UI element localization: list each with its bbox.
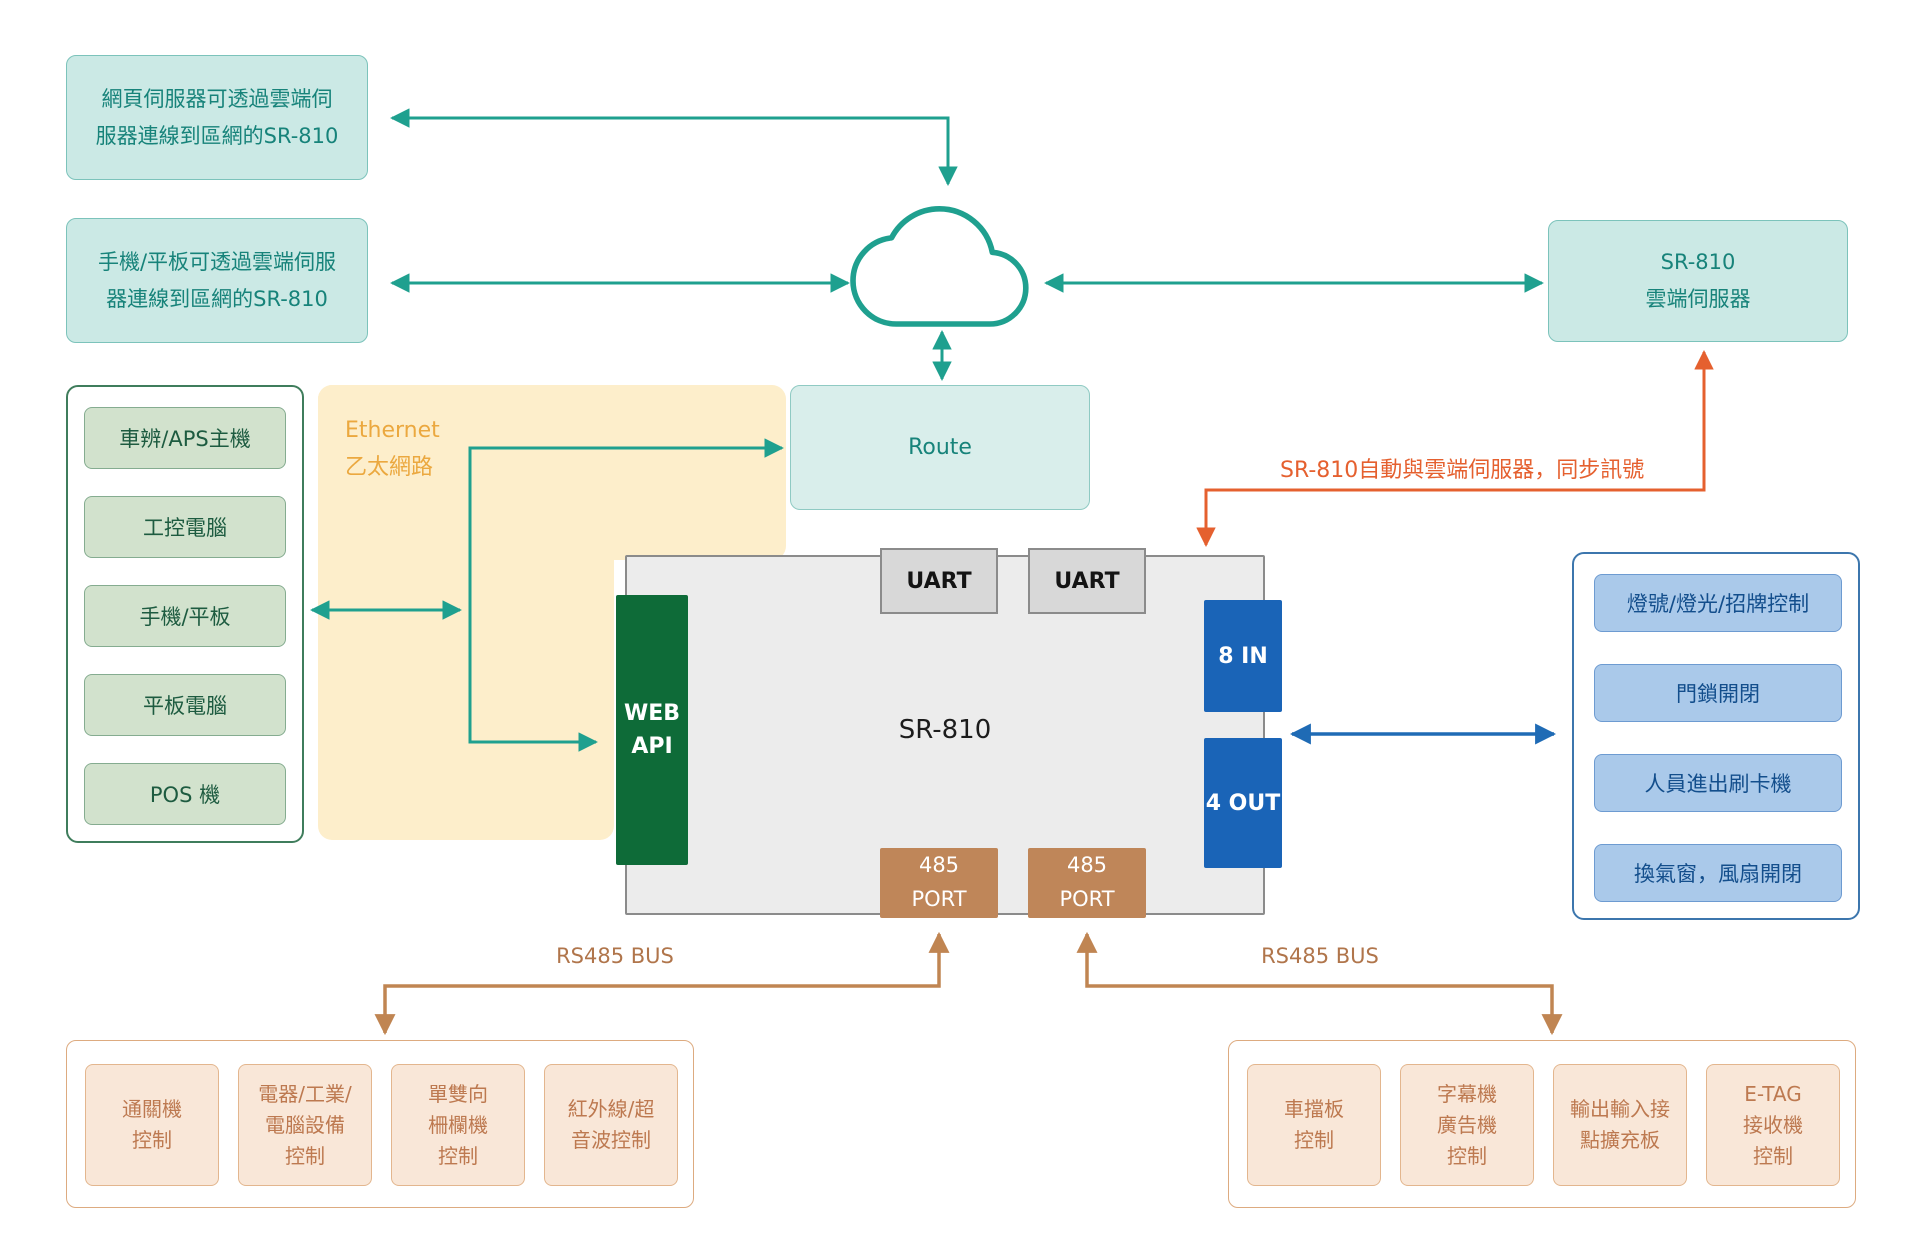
rs485-devices-group-right: 車擋板 控制 字幕機 廣告機 控制 輸出輸入接 點擴充板 E-TAG 接收機 控… (1228, 1040, 1856, 1208)
device-item-pos: POS 機 (84, 763, 286, 825)
control-item-doorlock: 門鎖開閉 (1594, 664, 1842, 722)
device-item-phone: 手機/平板 (84, 585, 286, 647)
device-name-label: SR-810 (898, 715, 992, 745)
rs485-item-marquee: 字幕機 廣告機 控制 (1400, 1064, 1534, 1186)
rs485-item-electric: 電器/工業/ 電腦設備 控制 (238, 1064, 372, 1186)
arrow-webnote-cloud (390, 108, 958, 186)
web-server-note: 網頁伺服器可透過雲端伺 服器連線到區網的SR-810 (66, 55, 368, 180)
control-item-lights: 燈號/燈光/招牌控制 (1594, 574, 1842, 632)
mobile-tablet-note: 手機/平板可透過雲端伺服 器連線到區網的SR-810 (66, 218, 368, 343)
uart-port-right: UART (1028, 548, 1146, 614)
cloud-icon (850, 205, 1029, 327)
lan-devices-panel: 車辨/APS主機 工控電腦 手機/平板 平板電腦 POS 機 (66, 385, 304, 843)
rs485-port-right: 485 PORT (1028, 848, 1146, 918)
control-item-fan: 換氣窗，風扇開閉 (1594, 844, 1842, 902)
rs485-item-carstopper: 車擋板 控制 (1247, 1064, 1381, 1186)
control-item-cardreader: 人員進出刷卡機 (1594, 754, 1842, 812)
rs485-port-left: 485 PORT (880, 848, 998, 918)
rs485-item-ioexpander: 輸出輸入接 點擴充板 (1553, 1064, 1687, 1186)
uart-port-left: UART (880, 548, 998, 614)
rs485-bus-label-left: RS485 BUS (556, 944, 674, 968)
ethernet-label: Ethernet 乙太網路 (345, 418, 440, 481)
rs485-item-infrared: 紅外線/超 音波控制 (544, 1064, 678, 1186)
rs485-item-etag: E-TAG 接收機 控制 (1706, 1064, 1840, 1186)
digital-output-port: 4 OUT (1204, 738, 1282, 868)
device-item-tablet: 平板電腦 (84, 674, 286, 736)
rs485-devices-group-left: 通關機 控制 電器/工業/ 電腦設備 控制 單雙向 柵欄機 控制 紅外線/超 音… (66, 1040, 694, 1208)
rs485-bus-label-right: RS485 BUS (1261, 944, 1379, 968)
io-controls-panel: 燈號/燈光/招牌控制 門鎖開閉 人員進出刷卡機 換氣窗，風扇開閉 (1572, 552, 1860, 920)
sync-annotation: SR-810自動與雲端伺服器，同步訊號 (1280, 458, 1645, 483)
device-item-ipc: 工控電腦 (84, 496, 286, 558)
rs485-item-gate: 通關機 控制 (85, 1064, 219, 1186)
arrow-sync-cloudserver (1196, 350, 1714, 547)
route-box: Route (790, 385, 1090, 510)
device-item-aps: 車辨/APS主機 (84, 407, 286, 469)
rs485-item-barrier: 單雙向 柵欄機 控制 (391, 1064, 525, 1186)
digital-input-port: 8 IN (1204, 600, 1282, 712)
cloud-server-box: SR-810 雲端伺服器 (1548, 220, 1848, 342)
web-api-port: WEB API (616, 595, 688, 865)
